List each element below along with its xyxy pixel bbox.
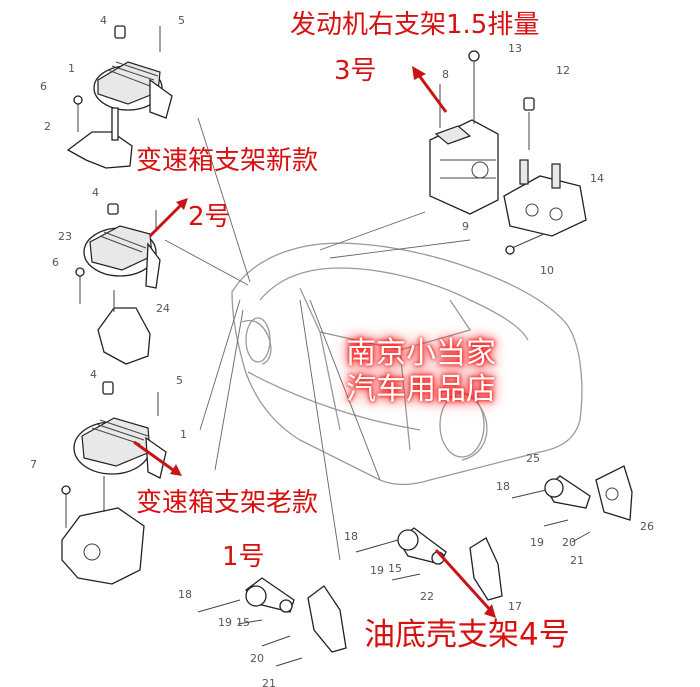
callout: 20 — [250, 652, 264, 665]
part-callouts: 4 5 1 6 2 4 23 6 24 4 5 1 7 13 8 12 14 9… — [30, 14, 654, 687]
callout: 6 — [40, 80, 47, 93]
callout: 12 — [556, 64, 570, 77]
trans-mount-old-number: 1号 — [222, 542, 265, 572]
shop-name: 南京小当家 — [346, 336, 496, 371]
shop-subtitle: 汽车用品店 — [346, 372, 496, 407]
callout: 18 — [496, 480, 510, 493]
trans-mount-top — [66, 25, 173, 169]
callout: 22 — [420, 590, 434, 603]
trans-mount-middle — [75, 203, 161, 365]
callout: 6 — [52, 256, 59, 269]
callout: 25 — [526, 452, 540, 465]
callout: 14 — [590, 172, 604, 185]
trans-mount-old-label: 变速箱支架老款 — [136, 488, 319, 518]
engine-mount-label: 发动机右支架1.5排量 — [290, 10, 540, 40]
callout: 15 — [236, 616, 250, 629]
callout: 23 — [58, 230, 72, 243]
callout: 5 — [178, 14, 185, 27]
engine-mount — [429, 50, 587, 255]
callout: 5 — [176, 374, 183, 387]
callout: 1 — [180, 428, 187, 441]
callout: 4 — [90, 368, 97, 381]
trans-mount-old — [61, 381, 167, 585]
leader-lines — [164, 117, 471, 561]
trans-mount-new-label: 变速箱支架新款 — [136, 146, 319, 176]
annotation-arrows — [133, 66, 496, 618]
callout: 19 — [370, 564, 384, 577]
trans-mount-new-number: 2号 — [188, 202, 231, 232]
callout: 10 — [540, 264, 554, 277]
callout: 19 — [218, 616, 232, 629]
callout: 15 — [388, 562, 402, 575]
callout: 26 — [640, 520, 654, 533]
callout: 4 — [100, 14, 107, 27]
callout: 4 — [92, 186, 99, 199]
callout: 9 — [462, 220, 469, 233]
oil-pan-mounts — [197, 465, 633, 667]
callout: 24 — [156, 302, 170, 315]
callout: 7 — [30, 458, 37, 471]
callout: 18 — [178, 588, 192, 601]
callout: 21 — [262, 677, 276, 687]
callout: 20 — [562, 536, 576, 549]
callout: 21 — [570, 554, 584, 567]
shop-watermark: 南京小当家 汽车用品店 — [346, 336, 496, 408]
oil-pan-mount-label: 油底壳支架4号 — [364, 617, 570, 653]
callout: 17 — [508, 600, 522, 613]
callout: 19 — [530, 536, 544, 549]
callout: 18 — [344, 530, 358, 543]
callout: 13 — [508, 42, 522, 55]
engine-mount-number: 3号 — [334, 56, 377, 86]
callout: 8 — [442, 68, 449, 81]
car-illustration — [231, 242, 583, 486]
callout: 1 — [68, 62, 75, 75]
callout: 2 — [44, 120, 51, 133]
